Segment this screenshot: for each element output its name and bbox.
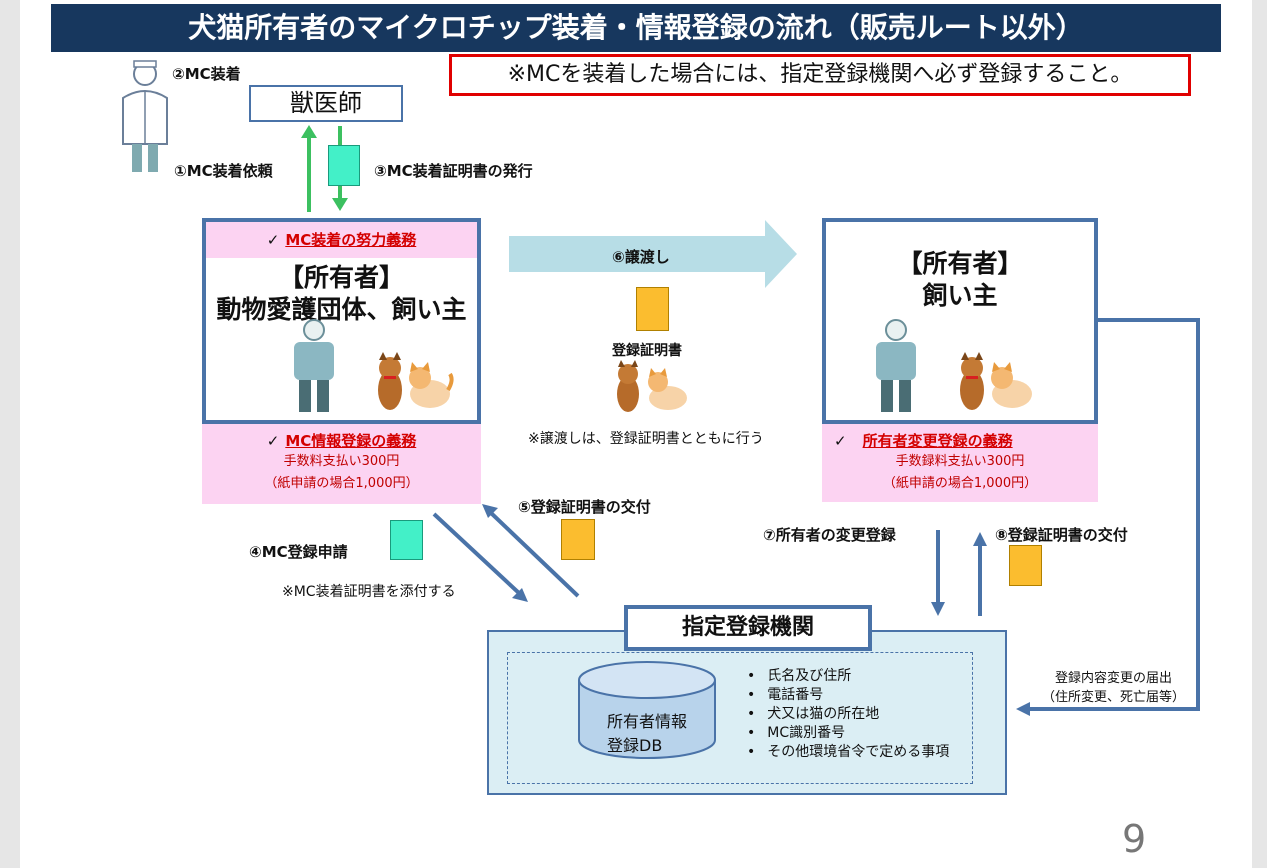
left-fee-paper: （紙申請の場合1,000円） (264, 476, 419, 491)
registration-certificate-label: 登録証明書 (612, 343, 682, 359)
right-fee-paper: （紙申請の場合1,000円） (882, 476, 1038, 491)
step2-label: ②MC装着 (172, 65, 241, 83)
registered-items-list: 氏名及び住所 電話番号 犬又は猫の所在地 MC識別番号 その他環境省令で定める事… (747, 667, 949, 762)
change-notification-arrow (1016, 318, 1200, 716)
left-margin (0, 0, 20, 868)
mc-registration-duty: MC情報登録の義務 (285, 432, 417, 450)
step8-label: ⑧登録証明書の交付 (995, 526, 1128, 544)
check-icon: ✓ (266, 432, 280, 450)
left-registration-duty-panel: ✓ MC情報登録の義務 手数料支払い300円 （紙申請の場合1,000円） (202, 424, 481, 504)
issued-certificate-icon (561, 519, 595, 560)
left-owner-heading: 【所有者】 (278, 263, 404, 292)
database-label: 所有者情報 登録DB (607, 710, 687, 758)
change-registration-arrows (931, 530, 987, 616)
registration-agency-title: 指定登録機関 (624, 605, 872, 651)
left-fee: 手数料支払い300円 (283, 454, 400, 469)
owner-change-duty: 所有者変更登録の義務 (862, 432, 1013, 450)
veterinarian-box: 獣医師 (249, 85, 403, 122)
change-notification-line1: 登録内容変更の届出 (1055, 671, 1173, 686)
left-owner-name: 動物愛護団体、飼い主 (216, 295, 467, 324)
mc-registration-doc-icon (390, 520, 423, 560)
list-item: MC識別番号 (747, 724, 949, 743)
right-change-duty-panel: ✓ 所有者変更登録の義務 手数録料支払い300円 （紙申請の場合1,000円） (822, 424, 1098, 502)
owner-person-icon (294, 319, 334, 412)
transfer-arrow (509, 220, 797, 288)
reissued-certificate-icon (1009, 545, 1042, 586)
agency-content-frame (507, 652, 973, 784)
step3-label: ③MC装着証明書の発行 (374, 162, 533, 180)
veterinarian-icon (122, 60, 168, 172)
right-owner-name: 飼い主 (922, 281, 998, 310)
step4-note: ※MC装着証明書を添付する (282, 584, 456, 600)
page-number: 9 (1122, 817, 1147, 861)
step5-label: ⑤登録証明書の交付 (518, 498, 651, 516)
new-owner-dog-cat-icon (960, 352, 1032, 410)
database-label-line2: 登録DB (607, 736, 663, 755)
effort-duty-text: MC装着の努力義務 (285, 231, 417, 249)
mc-certificate-icon (328, 145, 360, 186)
right-owner-box: 【所有者】 飼い主 (822, 218, 1098, 424)
transfer-dog-cat-icon (617, 360, 687, 412)
left-owner-box: ✓ MC装着の努力義務 【所有者】 動物愛護団体、飼い主 (202, 218, 481, 424)
database-icon (578, 661, 716, 759)
dog-and-cat-icon (378, 352, 454, 410)
slide-title: 犬猫所有者のマイクロチップ装着・情報登録の流れ（販売ルート以外） (51, 4, 1221, 52)
step7-label: ⑦所有者の変更登録 (763, 526, 896, 544)
change-notification-line2: （住所変更、死亡届等） (1042, 690, 1186, 705)
step1-label: ①MC装着依頼 (174, 162, 273, 180)
new-owner-person-icon (876, 319, 916, 412)
change-notification-label: 登録内容変更の届出 （住所変更、死亡届等） (1042, 667, 1185, 705)
right-fee: 手数録料支払い300円 (895, 454, 1025, 469)
right-margin (1252, 0, 1267, 868)
transfer-note: ※譲渡しは、登録証明書とともに行う (528, 431, 764, 447)
database-label-line1: 所有者情報 (607, 712, 688, 731)
check-icon: ✓ (266, 231, 280, 249)
right-owner-heading: 【所有者】 (897, 249, 1023, 278)
list-item: 電話番号 (747, 686, 949, 705)
list-item: 犬又は猫の所在地 (747, 705, 949, 724)
registration-notice: ※MCを装着した場合には、指定登録機関へ必ず登録すること。 (449, 54, 1191, 96)
check-icon: ✓ (834, 432, 847, 450)
registration-certificate-icon (636, 287, 669, 331)
step4-label: ④MC登録申請 (249, 543, 348, 561)
list-item: その他環境省令で定める事項 (747, 743, 949, 762)
step6-label: ⑥譲渡し (612, 248, 670, 266)
effort-duty-banner: ✓ MC装着の努力義務 (206, 222, 477, 258)
registration-arrows (432, 504, 580, 602)
list-item: 氏名及び住所 (747, 667, 949, 686)
